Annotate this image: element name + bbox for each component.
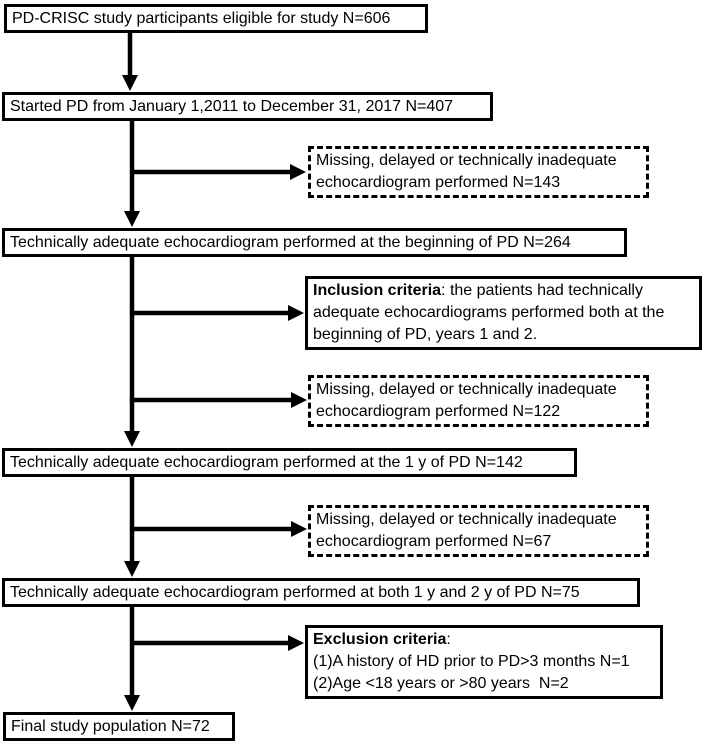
arrow-year1-to-both-years: [124, 477, 140, 577]
arrow-branch-excluded-122: [132, 392, 307, 408]
exclusion-criteria-colon: :: [446, 631, 451, 648]
arrow-branch-exclusion-criteria: [132, 635, 304, 651]
exclusion-criteria-item-2: (2)Age <18 years or >80 years N=2: [313, 675, 569, 692]
box-echo-beginning: Technically adequate echocardiogram perf…: [2, 228, 627, 257]
arrow-branch-inclusion-criteria: [132, 305, 304, 321]
exclusion-criteria-title: Exclusion criteria: [313, 631, 447, 648]
inclusion-criteria-title: Inclusion criteria: [313, 282, 442, 299]
box-eligible: PD-CRISC study participants eligible for…: [4, 4, 428, 33]
box-inclusion-criteria: Inclusion criteria: the patients had tec…: [305, 276, 702, 350]
box-echo-year1: Technically adequate echocardiogram perf…: [2, 448, 577, 477]
box-excluded-122: Missing, delayed or technically inadequa…: [308, 375, 649, 427]
box-excluded-67: Missing, delayed or technically inadequa…: [308, 505, 649, 557]
arrow-branch-excluded-143: [132, 164, 306, 180]
arrow-echo-beginning-to-year1: [124, 257, 140, 447]
arrow-eligible-to-started: [122, 33, 138, 91]
arrow-started-to-echo-beginning: [124, 121, 140, 227]
box-excluded-143: Missing, delayed or technically inadequa…: [308, 146, 649, 198]
box-final-population: Final study population N=72: [3, 712, 235, 741]
box-exclusion-criteria: Exclusion criteria: (1)A history of HD p…: [305, 625, 663, 699]
inclusion-criteria-text: : the patients had technically adequate …: [313, 282, 665, 343]
box-started-pd: Started PD from January 1,2011 to Decemb…: [2, 92, 493, 121]
exclusion-criteria-item-1: (1)A history of HD prior to PD>3 months …: [313, 653, 630, 670]
arrow-both-years-to-final: [124, 607, 140, 711]
exclusion-criteria-heading: Exclusion criteria:: [313, 629, 655, 651]
box-echo-both-years: Technically adequate echocardiogram perf…: [2, 578, 640, 607]
arrow-branch-excluded-67: [132, 521, 307, 537]
